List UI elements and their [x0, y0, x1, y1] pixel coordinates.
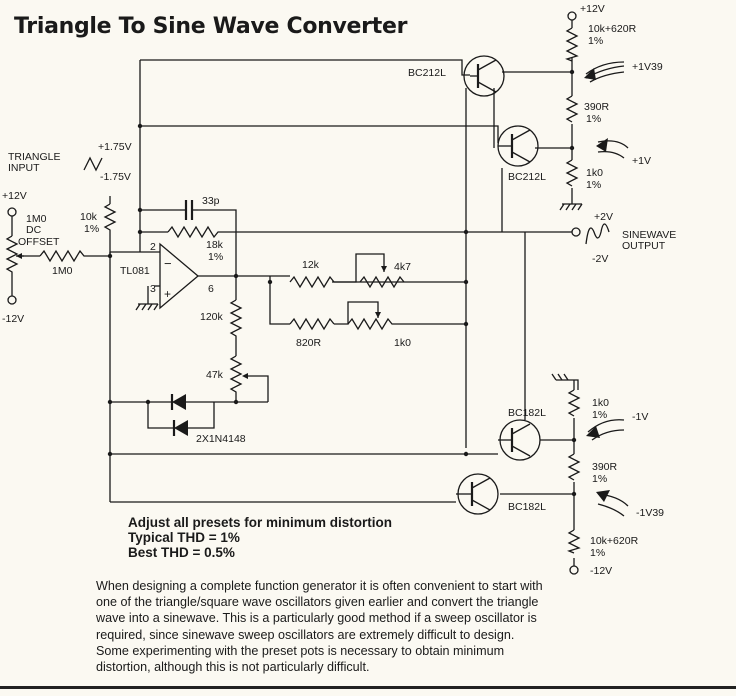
label-q1: BC212L [408, 67, 446, 79]
label-10k-tol: 1% [84, 223, 99, 235]
note-adjust: Adjust all presets for minimum distortio… [128, 515, 393, 530]
label-1k0-top: 1k0 [586, 167, 603, 179]
label-output: OUTPUT [622, 240, 666, 252]
label-top-res-tol: 1% [588, 35, 603, 47]
ground-opamp [135, 303, 159, 311]
note-typical-thd: Typical THD = 1% [128, 530, 240, 545]
label-top-res: 10k+620R [588, 23, 637, 35]
label-120k: 120k [200, 311, 224, 323]
label-out-plus2: +2V [594, 211, 613, 223]
label-1m0: 1M0 [52, 265, 73, 277]
label-18k: 18k [206, 239, 224, 251]
label-vneg139: -1V39 [636, 507, 664, 519]
label-bot-res-tol: 1% [590, 547, 605, 559]
label-pin2: 2 [150, 241, 156, 253]
description-line: When designing a complete function gener… [96, 579, 543, 593]
label-1m0-pot: 1M0 [26, 213, 47, 225]
label-input: INPUT [8, 162, 40, 174]
label-4k7: 4k7 [394, 261, 411, 273]
label-390-bot-tol: 1% [592, 473, 607, 485]
resistor-820r [289, 317, 335, 331]
wiring [11, 20, 575, 566]
label-offset: OFFSET [18, 236, 60, 248]
label-v1: +1V [632, 155, 651, 167]
note-best-thd: Best THD = 0.5% [128, 545, 235, 560]
label-pin3: 3 [150, 283, 156, 295]
label-tl081: TL081 [120, 265, 150, 277]
label-q3: BC182L [508, 407, 546, 419]
bottom-rule [0, 686, 736, 689]
label-plus175: +1.75V [98, 141, 132, 153]
pot-4k7 [359, 266, 405, 289]
label-minus175: -1.75V [100, 171, 131, 183]
label-390-top: 390R [584, 101, 610, 113]
resistor-18k [167, 225, 222, 239]
label-minus12-right: -12V [590, 565, 612, 577]
label-sinewave: SINEWAVE [622, 229, 676, 241]
label-47k: 47k [206, 369, 224, 381]
label-triangle: TRIANGLE [8, 151, 61, 163]
label-vneg1: -1V [632, 411, 648, 423]
label-diodes: 2X1N4148 [196, 433, 246, 445]
label-q4: BC182L [508, 501, 546, 513]
description-line: required, since sinewave sweep oscillato… [96, 627, 515, 642]
label-dc: DC [26, 224, 42, 236]
label-1k0-pot: 1k0 [394, 337, 411, 349]
label-820r: 820R [296, 337, 322, 349]
transistor-q1 [463, 55, 505, 97]
transistor-q4 [456, 473, 499, 515]
resistor-ladder-bottom [551, 373, 581, 575]
label-12k: 12k [302, 259, 320, 271]
description-line: one of the triangle/square wave oscillat… [96, 595, 539, 610]
label-v139: +1V39 [632, 61, 663, 73]
description-line: Some experimenting with the preset pots … [96, 643, 505, 658]
transistor-q3 [498, 419, 541, 461]
label-18k-tol: 1% [208, 251, 223, 263]
wiper-arrows [584, 61, 629, 517]
resistor-10k [103, 203, 117, 232]
label-pin6: 6 [208, 283, 214, 295]
terminals-left [7, 207, 17, 305]
sinewave-output-terminal [571, 223, 610, 245]
svg-text:−: − [164, 256, 172, 271]
label-plus12-left: +12V [2, 190, 27, 202]
design-notes: Adjust all presets for minimum distortio… [128, 515, 392, 560]
label-q2: BC212L [508, 171, 546, 183]
page-title: Triangle To Sine Wave Converter [14, 14, 408, 39]
label-plus12-right: +12V [580, 3, 605, 15]
label-10k: 10k [80, 211, 98, 223]
description-line: distortion, although this is not particu… [96, 660, 370, 675]
pot-1k0 [347, 312, 404, 331]
description-paragraph: When designing a complete function gener… [96, 578, 616, 675]
label-390-bot: 390R [592, 461, 618, 473]
label-minus12-left: -12V [2, 313, 24, 325]
resistor-12k [289, 275, 360, 289]
description-line: wave into a sinewave. This is a particul… [96, 611, 537, 626]
triangle-wave-symbol [83, 156, 103, 172]
transistor-q2 [497, 125, 539, 167]
resistor-1m0 [39, 249, 90, 263]
resistor-ladder-top [559, 11, 583, 211]
junction-dots [107, 69, 577, 497]
opamp-tl081: − + [159, 242, 200, 310]
pot-47k [229, 355, 248, 395]
label-out-minus2: -2V [592, 253, 608, 265]
svg-text:+: + [164, 287, 171, 301]
label-33p: 33p [202, 195, 220, 207]
resistor-120k [229, 299, 243, 340]
capacitor-33p [180, 200, 198, 220]
label-390-top-tol: 1% [586, 113, 601, 125]
diodes-2x1n4148 [170, 394, 188, 436]
pot-dc-offset [5, 235, 24, 278]
label-1k0-bot-tol: 1% [592, 409, 607, 421]
label-1k0-bot: 1k0 [592, 397, 609, 409]
label-1k0-top-tol: 1% [586, 179, 601, 191]
schematic-labels: TRIANGLE INPUT +1.75V -1.75V +12V -12V 1… [2, 3, 676, 577]
label-bot-res: 10k+620R [590, 535, 639, 547]
